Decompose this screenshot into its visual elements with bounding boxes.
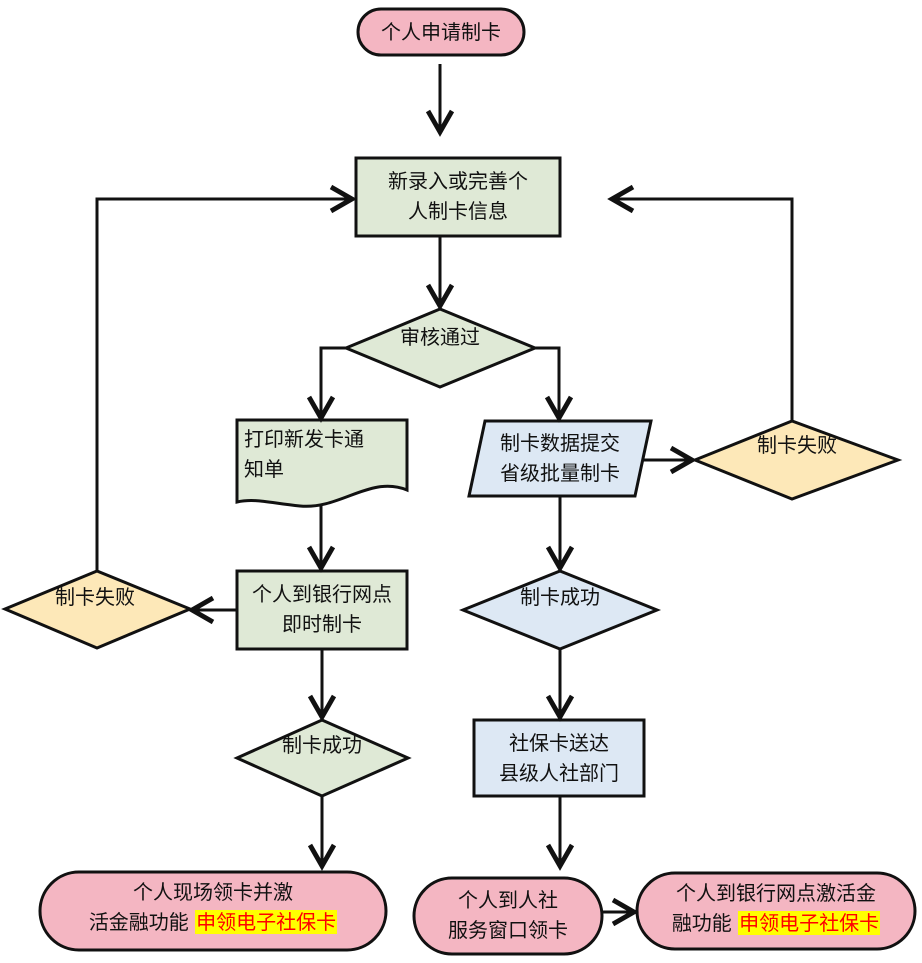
deliver-label: 社保卡送达 县级人社部门 [474, 728, 644, 788]
end-right-highlight: 申领电子社保卡 [738, 911, 881, 935]
end-mid-label-line2: 服务窗口领卡 [448, 918, 568, 942]
end-left-label-line2: 活金融功能 申领电子社保卡 [40, 907, 386, 937]
end-left-label-text: 活金融功能 [88, 910, 189, 934]
bank-process-shape [235, 569, 409, 651]
fail-right-label: 制卡失败 [757, 433, 837, 457]
submit-label: 制卡数据提交 省级批量制卡 [470, 428, 650, 488]
bank-label: 个人到银行网点 即时制卡 [232, 579, 412, 639]
print-label: 打印新发卡通 知单 [244, 424, 404, 484]
bank-label-line2: 即时制卡 [282, 612, 362, 636]
end-mid-terminal-shape [412, 876, 604, 956]
end-right-label-text: 融功能 [671, 911, 732, 935]
arrow-fail-right-to-entry [607, 184, 794, 421]
end-mid-label: 个人到人社 服务窗口领卡 [414, 885, 602, 945]
end-left-highlight: 申领电子社保卡 [195, 910, 338, 934]
success-left-decision-shape [233, 718, 412, 798]
print-document-shape [235, 418, 409, 508]
submit-label-line1: 制卡数据提交 [500, 431, 620, 455]
end-left-label: 个人现场领卡并激 活金融功能 申领电子社保卡 [40, 877, 386, 937]
end-mid-label-line1: 个人到人社 [458, 888, 558, 912]
end-right-label: 个人到银行网点激活金 融功能 申领电子社保卡 [637, 878, 915, 938]
arrow-review-to-submit [535, 346, 574, 423]
start-label: 个人申请制卡 [381, 20, 501, 44]
entry-label: 新录入或完善个 人制卡信息 [356, 166, 560, 226]
print-label-line1: 打印新发卡通 [244, 427, 364, 451]
submit-label-line2: 省级批量制卡 [500, 461, 620, 485]
entry-process-shape [354, 156, 562, 238]
deliver-label-line1: 社保卡送达 [509, 731, 609, 755]
end-right-label-line2: 融功能 申领电子社保卡 [637, 908, 915, 938]
entry-label-line1: 新录入或完善个 [388, 169, 528, 193]
fail-left-label: 制卡失败 [55, 585, 135, 609]
success-right-label: 制卡成功 [520, 585, 600, 609]
print-label-line2: 知单 [244, 457, 284, 481]
arrow-fail-left-to-entry [95, 184, 357, 571]
success-left-label: 制卡成功 [282, 733, 362, 757]
submit-data-shape [467, 419, 653, 498]
bank-label-line1: 个人到银行网点 [252, 582, 392, 606]
review-label: 审核通过 [400, 325, 480, 349]
success-right-decision-shape [458, 569, 662, 651]
start-terminal-shape [356, 7, 526, 57]
fail-right-decision-shape [690, 419, 903, 501]
arrow-review-to-print [306, 346, 346, 423]
end-right-label-line1: 个人到银行网点激活金 [676, 881, 876, 905]
entry-label-line2: 人制卡信息 [408, 199, 508, 223]
deliver-label-line2: 县级人社部门 [499, 761, 619, 785]
end-left-label-line1: 个人现场领卡并激 [133, 880, 293, 904]
